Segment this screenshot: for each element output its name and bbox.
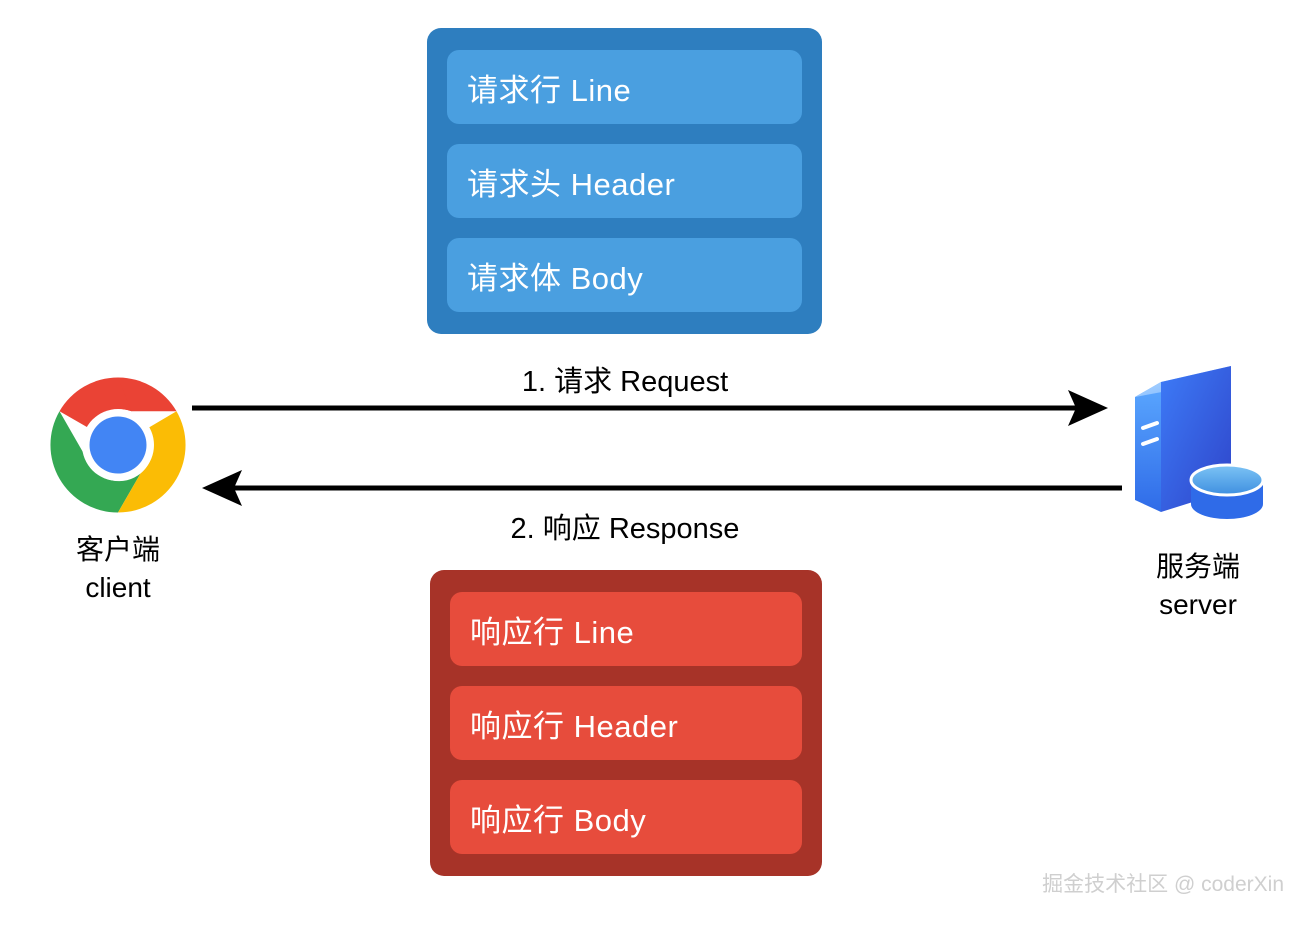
response-arrow-label: 2. 响应 Response	[510, 513, 740, 545]
chrome-logo-icon	[50, 377, 186, 513]
server-label-en: server	[1159, 588, 1237, 620]
client-node: 客户端 client	[18, 370, 218, 607]
request-row-line-label: 请求行 Line	[467, 72, 632, 108]
response-arrow	[202, 470, 1122, 506]
request-row-header: 请求头 Header	[447, 144, 802, 218]
request-row-body: 请求体 Body	[447, 238, 802, 312]
response-block: 响应行 Line 响应行 Header 响应行 Body	[430, 570, 822, 876]
response-row-line-label: 响应行 Line	[470, 614, 635, 650]
response-row-line: 响应行 Line	[450, 592, 802, 666]
server-node: 服务端 server	[1098, 352, 1298, 624]
request-block: 请求行 Line 请求头 Header 请求体 Body	[427, 28, 822, 334]
response-row-header-label: 响应行 Header	[470, 708, 679, 744]
client-label-cn: 客户端	[75, 534, 160, 565]
response-row-body-label: 响应行 Body	[470, 802, 647, 838]
server-label-cn: 服务端	[1155, 551, 1240, 582]
request-row-line: 请求行 Line	[447, 50, 802, 124]
server-label: 服务端 server	[1098, 548, 1298, 624]
server-tower-icon	[1135, 366, 1265, 519]
request-arrow-label: 1. 请求 Request	[521, 366, 729, 398]
response-row-header: 响应行 Header	[450, 686, 802, 760]
client-label: 客户端 client	[18, 531, 218, 607]
request-row-body-label: 请求体 Body	[467, 260, 644, 296]
watermark: 掘金技术社区 @ coderXin	[1042, 873, 1284, 896]
response-row-body: 响应行 Body	[450, 780, 802, 854]
client-label-en: client	[85, 571, 151, 603]
request-row-header-label: 请求头 Header	[467, 166, 676, 202]
